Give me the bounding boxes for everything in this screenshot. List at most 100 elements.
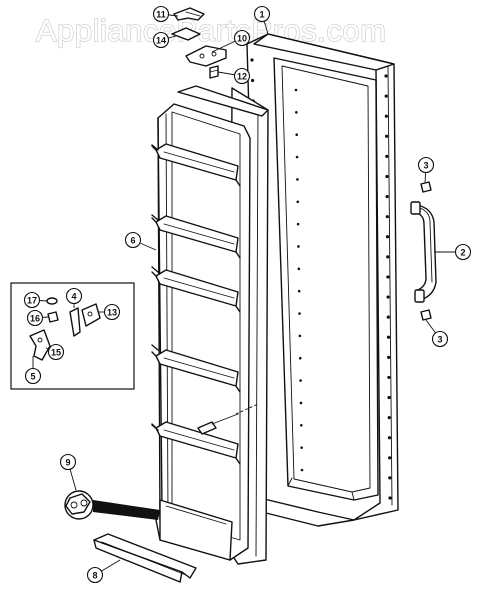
- callout-circle: [417, 156, 435, 174]
- callout-2[interactable]: 2: [434, 243, 472, 261]
- gasket-hole: [297, 267, 301, 271]
- callout-number: 15: [51, 348, 61, 358]
- gasket-hole: [250, 78, 255, 83]
- gasket-hole: [386, 295, 390, 299]
- callout-circle: [86, 566, 104, 584]
- gasket-hole: [387, 436, 392, 440]
- door-handle-part[interactable]: [410, 201, 437, 303]
- door-gasket-part[interactable]: [246, 33, 399, 527]
- callout-number: 3: [437, 335, 442, 345]
- bottom-hinge-part[interactable]: [64, 490, 94, 520]
- callout-circle: [152, 5, 170, 23]
- callout-16[interactable]: 16: [26, 309, 49, 327]
- callout-circle: [152, 31, 170, 49]
- gasket-hole: [296, 200, 300, 204]
- plug-top-part[interactable]: [420, 181, 432, 193]
- callout-number: 10: [237, 34, 247, 44]
- gasket-hole: [299, 379, 302, 382]
- gasket-hole: [294, 88, 298, 92]
- callout-number: 1: [259, 10, 264, 20]
- callout-circle: [24, 367, 42, 385]
- hinge-pin-part[interactable]: [209, 65, 219, 79]
- hinge-closer-part[interactable]: [29, 329, 51, 361]
- callout-circle: [59, 453, 77, 471]
- callout-number: 3: [423, 161, 428, 171]
- gasket-hole: [296, 178, 299, 181]
- callout-circle: [124, 231, 142, 249]
- callout-1[interactable]: 1: [253, 5, 271, 35]
- washer-part[interactable]: [46, 297, 58, 305]
- hinge-bushing-part[interactable]: [69, 307, 81, 337]
- hinge-shim-part[interactable]: [171, 27, 201, 41]
- spacer-part[interactable]: [47, 311, 59, 323]
- gasket-hole: [385, 154, 389, 158]
- callout-number: 11: [156, 10, 166, 20]
- callout-number: 2: [460, 248, 465, 258]
- gasket-hole: [388, 496, 392, 500]
- callout-5[interactable]: 5: [24, 356, 42, 385]
- callout-9[interactable]: 9: [59, 453, 77, 491]
- callout-number: 5: [30, 372, 35, 382]
- gasket-hole: [384, 74, 388, 78]
- gasket-hole: [295, 111, 298, 114]
- callout-11[interactable]: 11: [152, 5, 179, 23]
- gasket-hole: [297, 245, 300, 248]
- gasket-hole: [386, 275, 390, 279]
- callout-number: 14: [156, 36, 166, 46]
- callout-14[interactable]: 14: [152, 31, 177, 49]
- callout-number: 9: [65, 458, 70, 468]
- gasket-hole: [298, 356, 302, 360]
- callout-number: 6: [130, 236, 135, 246]
- callout-circle: [233, 67, 251, 85]
- callout-circle: [454, 243, 472, 261]
- callout-8[interactable]: 8: [86, 559, 121, 584]
- callout-4[interactable]: 4: [65, 287, 83, 309]
- callout-6[interactable]: 6: [124, 231, 157, 251]
- bottom-trim-part[interactable]: [93, 533, 197, 583]
- screw-part[interactable]: [197, 413, 239, 435]
- callout-number: 4: [71, 292, 76, 302]
- gasket-hole: [300, 446, 303, 449]
- plug-bottom-part[interactable]: [420, 309, 432, 321]
- callout-circle: [23, 291, 41, 309]
- callout-circle: [47, 343, 65, 361]
- door-shelf: [155, 215, 239, 253]
- door-shelf: [155, 269, 239, 307]
- callout-10[interactable]: 10: [211, 29, 251, 53]
- gasket-hole: [385, 235, 390, 239]
- door-shelf: [155, 143, 239, 181]
- callout-number: 13: [107, 308, 117, 318]
- callout-13[interactable]: 13: [98, 303, 121, 321]
- gasket-hole: [388, 476, 392, 480]
- door-shelf: [155, 349, 239, 387]
- callout-number: 8: [92, 571, 97, 581]
- gasket-hole: [295, 133, 299, 137]
- gasket-hole: [295, 155, 299, 159]
- gasket-hole: [387, 416, 391, 420]
- callout-circle: [253, 5, 271, 23]
- hinge-cam-part[interactable]: [81, 303, 101, 327]
- gasket-hole: [300, 468, 304, 472]
- callout-15[interactable]: 15: [45, 343, 65, 361]
- hinge-bracket-part[interactable]: [185, 45, 227, 67]
- gasket-hole: [386, 335, 391, 339]
- gasket-hole: [298, 334, 302, 338]
- top-hinge-part[interactable]: [173, 7, 205, 21]
- door-liner-part[interactable]: [151, 85, 269, 565]
- watermark-text: AppliancePartsPros.com: [36, 13, 386, 48]
- gasket-hole: [385, 174, 389, 179]
- gasket-hole: [385, 215, 389, 219]
- callout-number: 12: [237, 72, 247, 82]
- callout-3-bottom[interactable]: 3: [425, 319, 449, 348]
- callout-3-top[interactable]: 3: [417, 156, 435, 184]
- callout-17[interactable]: 17: [23, 291, 48, 309]
- callout-12[interactable]: 12: [217, 67, 251, 85]
- callout-number: 17: [27, 296, 37, 306]
- gasket-hole: [387, 375, 391, 380]
- gasket-hole: [298, 312, 301, 315]
- callout-circle: [103, 303, 121, 321]
- gasket-hole: [384, 114, 388, 118]
- callout-circle: [431, 330, 449, 348]
- callout-circle: [233, 29, 251, 47]
